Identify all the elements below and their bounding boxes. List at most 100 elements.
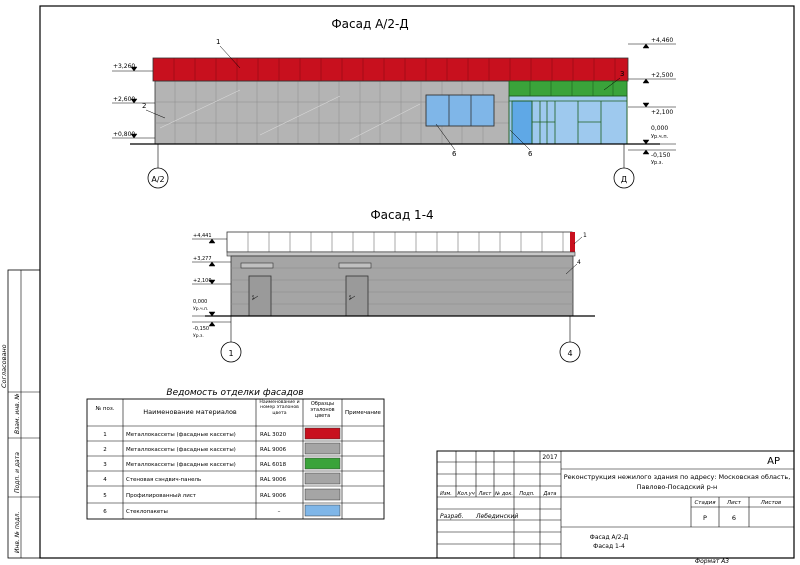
swatch-grey-sandwich [304,472,341,485]
callout-3: 3 [620,70,624,78]
storefront-door [511,100,533,145]
mark-ground-level: Ур.з. [651,160,663,166]
top-callout-leaders [145,45,621,151]
tb-col-izm: Изм. [440,491,452,497]
stamp-sign-date: Подп. и дата [14,452,21,493]
parapet-red-edge [570,232,575,252]
bottom-callout-leaders [251,236,583,301]
svg-text:RAL 9006: RAL 9006 [260,477,287,483]
mark-ground-level-side: Ур.з. [193,333,204,339]
tb-stage-label: Стадия [694,500,716,506]
tb-sheet: 6 [732,514,736,522]
table-row: 2 Металлокассеты (фасадные кассеты) RAL … [103,442,341,455]
parapet-panels [226,231,573,253]
finish-table-title: Ведомость отделки фасадов [166,388,303,398]
title-block-grid [437,451,794,558]
axis-a2-marker [147,167,169,189]
th-note: Примечание [345,410,382,416]
mark-minus-0150-side: -0,150 [193,326,209,332]
callout-2: 2 [142,102,146,110]
th-swatch: Образцы эталонов цвета [310,401,335,419]
th-num: № поз. [95,406,114,412]
svg-text:Металлокассеты (фасадные кассе: Металлокассеты (фасадные кассеты) [126,447,236,453]
axis-a2-label: А/2 [151,175,164,184]
tb-year: 2017 [542,454,557,461]
facade-1-4-wall [230,255,574,317]
svg-text:Стеновая сэндвич-панель: Стеновая сэндвич-панель [126,477,201,483]
table-row: 5 Профилированный лист RAL 9006 [103,488,341,501]
tb-code: АР [767,456,780,467]
table-row: 4 Стеновая сэндвич-панель RAL 9006 [103,472,341,485]
mark-4441: +4,441 [193,233,212,239]
svg-text:1: 1 [103,432,107,438]
axis-4-marker [559,341,581,363]
callout-door-right: 5 [349,295,352,300]
mark-3260: +3,260 [113,63,135,70]
tb-stage: Р [703,514,707,522]
svg-text:RAL 6018: RAL 6018 [260,462,287,468]
finish-table-grid [87,399,384,519]
stamp-original-inv: Инв. № подл. [14,512,21,553]
callout-side-1: 1 [583,232,587,239]
svg-text:RAL 9006: RAL 9006 [260,493,287,499]
axis-d-label: Д [621,175,627,184]
green-band [508,80,628,97]
sandwich-panel-lines [231,267,573,305]
axis-1-label: 1 [228,349,233,358]
parapet-cornice [226,251,576,257]
swatch-grey-profile [304,488,341,501]
callout-1: 1 [216,38,220,46]
red-fascia-grid [173,58,616,81]
left-level-marks [112,66,155,139]
svg-text:Стеклопакеты: Стеклопакеты [126,509,168,515]
table-row: 1 Металлокассеты (фасадные кассеты) RAL … [103,427,341,440]
svg-text:5: 5 [103,493,107,499]
axis-d-marker [613,167,635,189]
svg-text:Металлокассеты (фасадные кассе: Металлокассеты (фасадные кассеты) [126,432,236,438]
tb-col-list: Лист [478,491,493,497]
swatch-glass [304,504,341,517]
facade-1-4: Фасад 1-4 1 [192,208,595,363]
facade-window [425,94,495,127]
mark-0000-side: 0,000 [193,299,207,305]
svg-text:4: 4 [103,477,107,483]
storefront-mullions [509,100,627,144]
facade-1-4-level-marks [192,238,231,327]
table-row: 6 Стеклопакеты – [103,504,341,517]
facade-a2-d: Фасад А/2-Д [112,17,676,189]
mark-2100-side: +2,100 [193,278,212,284]
swatch-grey [304,442,341,455]
tb-project-line2: Павлово-Посадский р-н [637,483,718,491]
tb-col-doc: № док. [494,491,513,497]
facade-1-4-title: Фасад 1-4 [370,208,433,222]
svg-text:RAL 9006: RAL 9006 [260,447,287,453]
stamp-agreed: Согласовано [0,344,8,388]
swatch-green [304,457,341,470]
callout-door-left: 5 [252,295,255,300]
tb-sheet-label: Лист [726,500,742,506]
mark-4460: +4,460 [651,37,673,44]
tb-developer: Лебединский [475,513,518,520]
axis-4-label: 4 [567,349,572,358]
tb-project-line1: Реконструкция нежилого здания по адресу:… [564,473,791,481]
side-stamp: Согласовано Взам. инв. № Подп. и дата Ин… [0,269,41,559]
mark-2500: +2,500 [651,72,673,79]
mark-clean-floor: Ур.ч.п. [651,134,669,140]
stamp-replace-inv: Взам. инв. № [14,393,21,434]
callout-6-storefront: 6 [528,150,533,158]
th-ral: Наименование и номер эталонов цвета [259,400,300,416]
mark-2100: +2,100 [651,109,673,116]
right-level-marks [628,43,676,155]
callout-6-window: 6 [452,150,457,158]
axis-1-marker [220,341,242,363]
tb-drawing-title-1: Фасад А/2-Д [590,534,629,541]
title-block: 2017 АР Реконструкция нежилого здания по… [436,450,795,559]
tb-role: Разраб. [440,513,464,520]
svg-text:Металлокассеты (фасадные кассе: Металлокассеты (фасадные кассеты) [126,462,236,468]
mark-minus-0150: -0,150 [651,152,671,159]
door-canopy-right [338,262,372,269]
mark-clean-floor-side: Ур.ч.п. [193,306,209,312]
wall-reflections [159,89,421,141]
svg-text:RAL 3020: RAL 3020 [260,432,287,438]
